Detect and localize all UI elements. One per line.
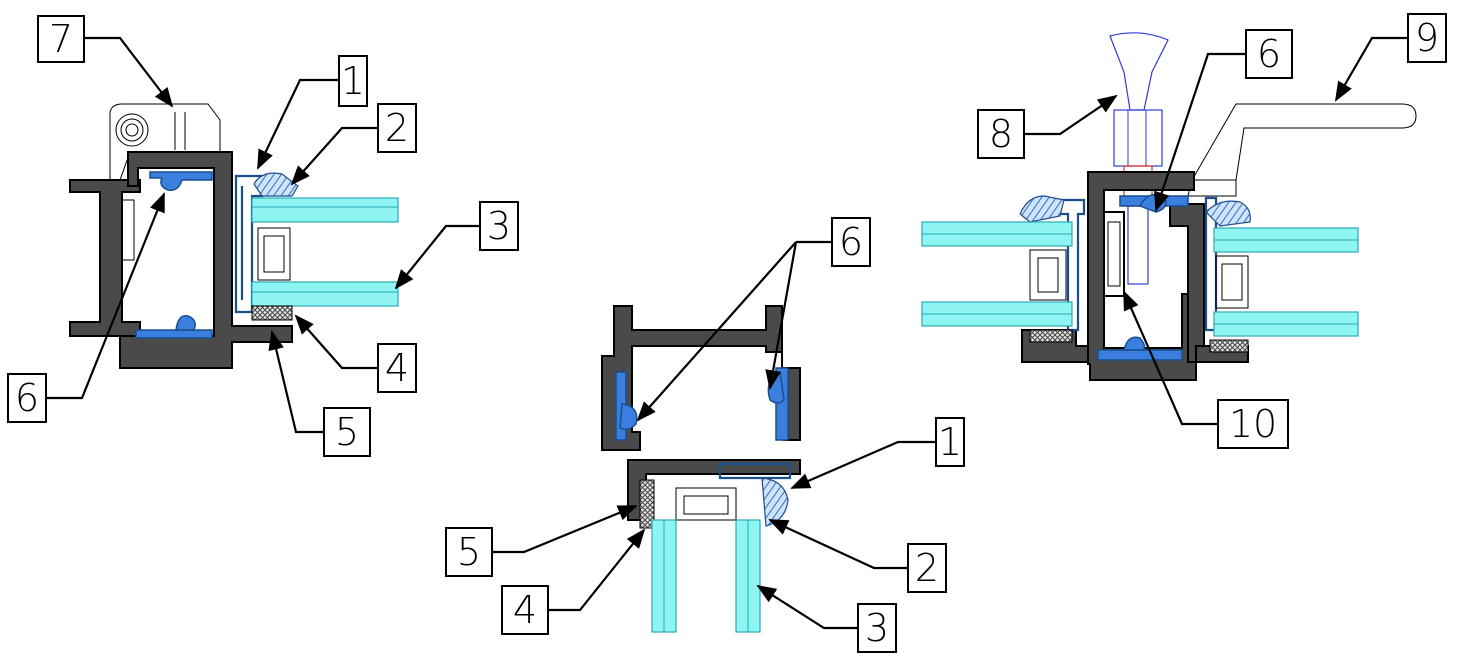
glass-unit-right-left	[921, 221, 1073, 327]
callout-10: 10	[1217, 399, 1289, 449]
svg-text:2: 2	[915, 546, 939, 590]
center-glazing-seal	[761, 477, 789, 527]
callout-7: 7	[37, 15, 85, 63]
callout-6-left: 6	[7, 373, 47, 423]
svg-text:6: 6	[15, 376, 39, 420]
callout-1-left: 1	[338, 55, 368, 107]
sash-profile	[119, 151, 293, 369]
callout-3-center: 3	[857, 603, 897, 653]
svg-text:1: 1	[341, 59, 365, 103]
callout-1-center: 1	[935, 417, 965, 467]
callout-2-center: 2	[907, 543, 947, 593]
left-section	[69, 103, 399, 369]
svg-text:4: 4	[385, 346, 409, 390]
gasket-right-bottom	[1097, 349, 1183, 361]
gasket-bottom	[135, 329, 213, 339]
callout-6-right: 6	[1245, 29, 1293, 79]
svg-text:9: 9	[1415, 16, 1439, 60]
glazing-seal-left	[1019, 195, 1065, 223]
center-spacer-tape	[639, 479, 655, 529]
svg-text:3: 3	[865, 606, 889, 650]
handle	[1191, 103, 1417, 181]
callout-9: 9	[1407, 13, 1447, 63]
glazing-seal-right	[1205, 200, 1251, 227]
callout-6-center: 6	[831, 217, 871, 267]
glazing-seal	[253, 172, 299, 197]
callout-leaders	[46, 36, 1408, 630]
svg-text:2: 2	[385, 106, 409, 150]
svg-text:3: 3	[487, 204, 511, 248]
sill-frame-profile	[601, 305, 801, 451]
right-section	[921, 32, 1417, 381]
svg-text:8: 8	[989, 112, 1013, 156]
svg-text:4: 4	[513, 588, 537, 632]
callout-4-center: 4	[501, 585, 549, 635]
svg-text:6: 6	[1257, 32, 1281, 76]
callout-3-left: 3	[479, 201, 519, 251]
outer-frame-profile	[69, 179, 141, 337]
callout-2-left: 2	[377, 103, 417, 153]
spacer-tape	[251, 305, 293, 321]
svg-text:7: 7	[49, 17, 73, 61]
callout-4-left: 4	[377, 343, 417, 393]
glass-unit-center	[651, 519, 761, 633]
glass-unit-left	[251, 197, 399, 307]
svg-text:1: 1	[938, 420, 962, 464]
center-section	[601, 305, 801, 633]
svg-text:5: 5	[457, 530, 481, 574]
lock-keeper	[1103, 211, 1125, 297]
callout-5-left: 5	[323, 407, 371, 457]
svg-text:5: 5	[335, 410, 359, 454]
callout-8: 8	[977, 109, 1025, 159]
svg-text:6: 6	[839, 220, 863, 264]
callout-5-center: 5	[445, 527, 493, 577]
svg-text:10: 10	[1229, 402, 1277, 446]
gasket-top	[149, 171, 213, 192]
glass-unit-right-right	[1213, 227, 1359, 337]
